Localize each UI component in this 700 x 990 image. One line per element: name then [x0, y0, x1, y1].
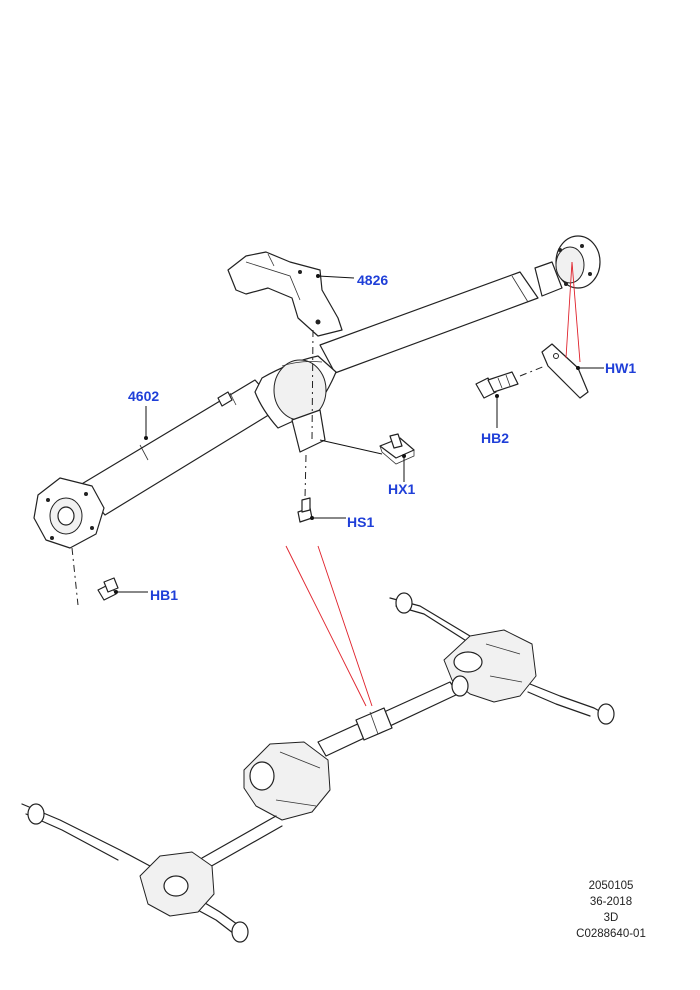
propeller-shaft-assembly: [33, 235, 601, 549]
bolt-hb1: [97, 577, 119, 601]
reference-line-3: 3D: [603, 912, 619, 924]
callout-hs1: HS1: [347, 514, 375, 530]
bracket-4826: [227, 251, 343, 337]
vehicle-driveline-overview: [21, 592, 615, 943]
reference-line-1: 2050105: [588, 880, 634, 892]
bolt-hs1: [297, 497, 313, 523]
callout-hb1: HB1: [150, 587, 179, 603]
callout-4826: 4826: [357, 272, 389, 288]
reference-line-4: C0288640-01: [576, 928, 646, 940]
bolt-hb2: [475, 371, 519, 399]
callout-4602: 4602: [128, 388, 160, 404]
callout-hb2: HB2: [481, 430, 510, 446]
nut-hx1: [379, 433, 415, 465]
reference-line-2: 36-2018: [589, 896, 633, 908]
reference-block: 2050105 36-2018 3D C0288640-01: [556, 878, 666, 942]
washer-hw1: [541, 343, 589, 399]
callout-hw1: HW1: [605, 360, 637, 376]
callout-hx1: HX1: [388, 481, 416, 497]
